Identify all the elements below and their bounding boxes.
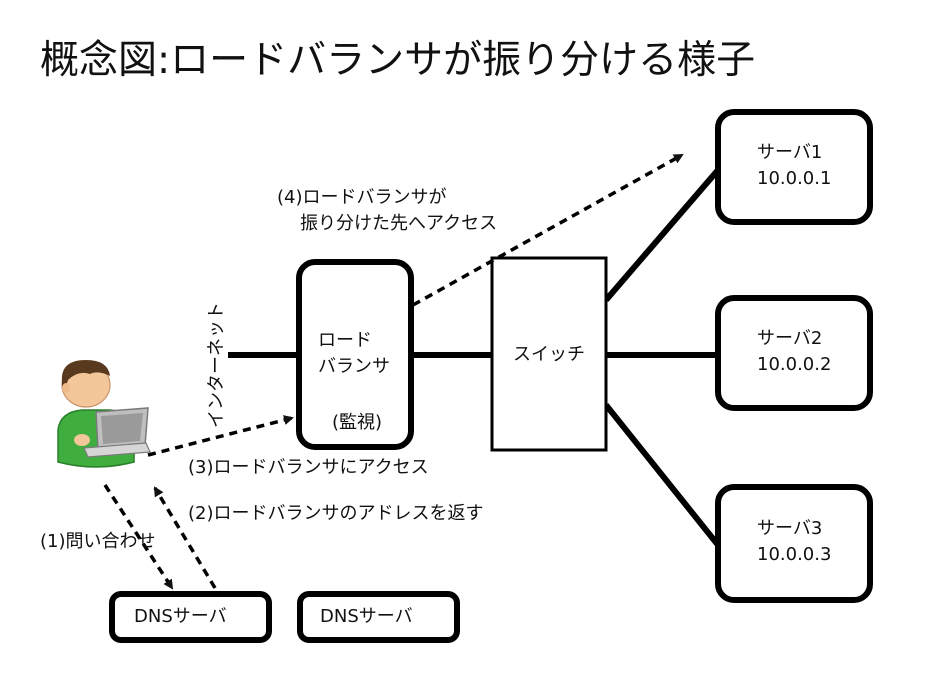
dns-server1-box <box>109 591 272 643</box>
step2-label: (2)ロードバランサのアドレスを返す <box>188 503 484 524</box>
dns-server2-label: DNSサーバ <box>320 606 413 627</box>
switch-box <box>490 256 608 452</box>
user-with-laptop-icon <box>57 360 151 468</box>
step1-label: (1)問い合わせ <box>40 531 156 552</box>
server3-ip: 10.0.0.3 <box>757 544 832 565</box>
server3-name: サーバ3 <box>757 518 823 539</box>
server1-ip: 10.0.0.1 <box>757 168 832 189</box>
server2-box <box>715 295 873 411</box>
lb-label-line1: ロード <box>318 330 372 351</box>
arrow-step2 <box>153 486 217 589</box>
internet-label: インターネット <box>206 302 227 428</box>
step4-label-line2: 振り分けた先へアクセス <box>300 213 498 234</box>
arrow-step3 <box>147 415 294 457</box>
step3-label: (3)ロードバランサにアクセス <box>188 457 429 478</box>
server1-box <box>715 109 873 225</box>
load-balancer-box <box>296 259 414 450</box>
arrow-step1 <box>103 484 174 590</box>
server3-box <box>715 484 873 603</box>
step4-label-line1: (4)ロードバランサが <box>277 187 447 208</box>
arrow-step4 <box>412 153 684 307</box>
dns-server2-box <box>297 591 460 643</box>
server2-name: サーバ2 <box>757 328 823 349</box>
diagram-title: 概念図:ロードバランサが振り分ける様子 <box>40 38 756 83</box>
switch-label: スイッチ <box>513 344 585 365</box>
lb-monitor-label: (監視) <box>332 412 383 433</box>
server2-ip: 10.0.0.2 <box>757 354 832 375</box>
lb-label-line2: バランサ <box>318 356 390 377</box>
switch-server1-line <box>603 168 721 302</box>
dns-server1-label: DNSサーバ <box>134 606 227 627</box>
server1-name: サーバ1 <box>757 142 823 163</box>
switch-server3-line <box>603 403 721 547</box>
